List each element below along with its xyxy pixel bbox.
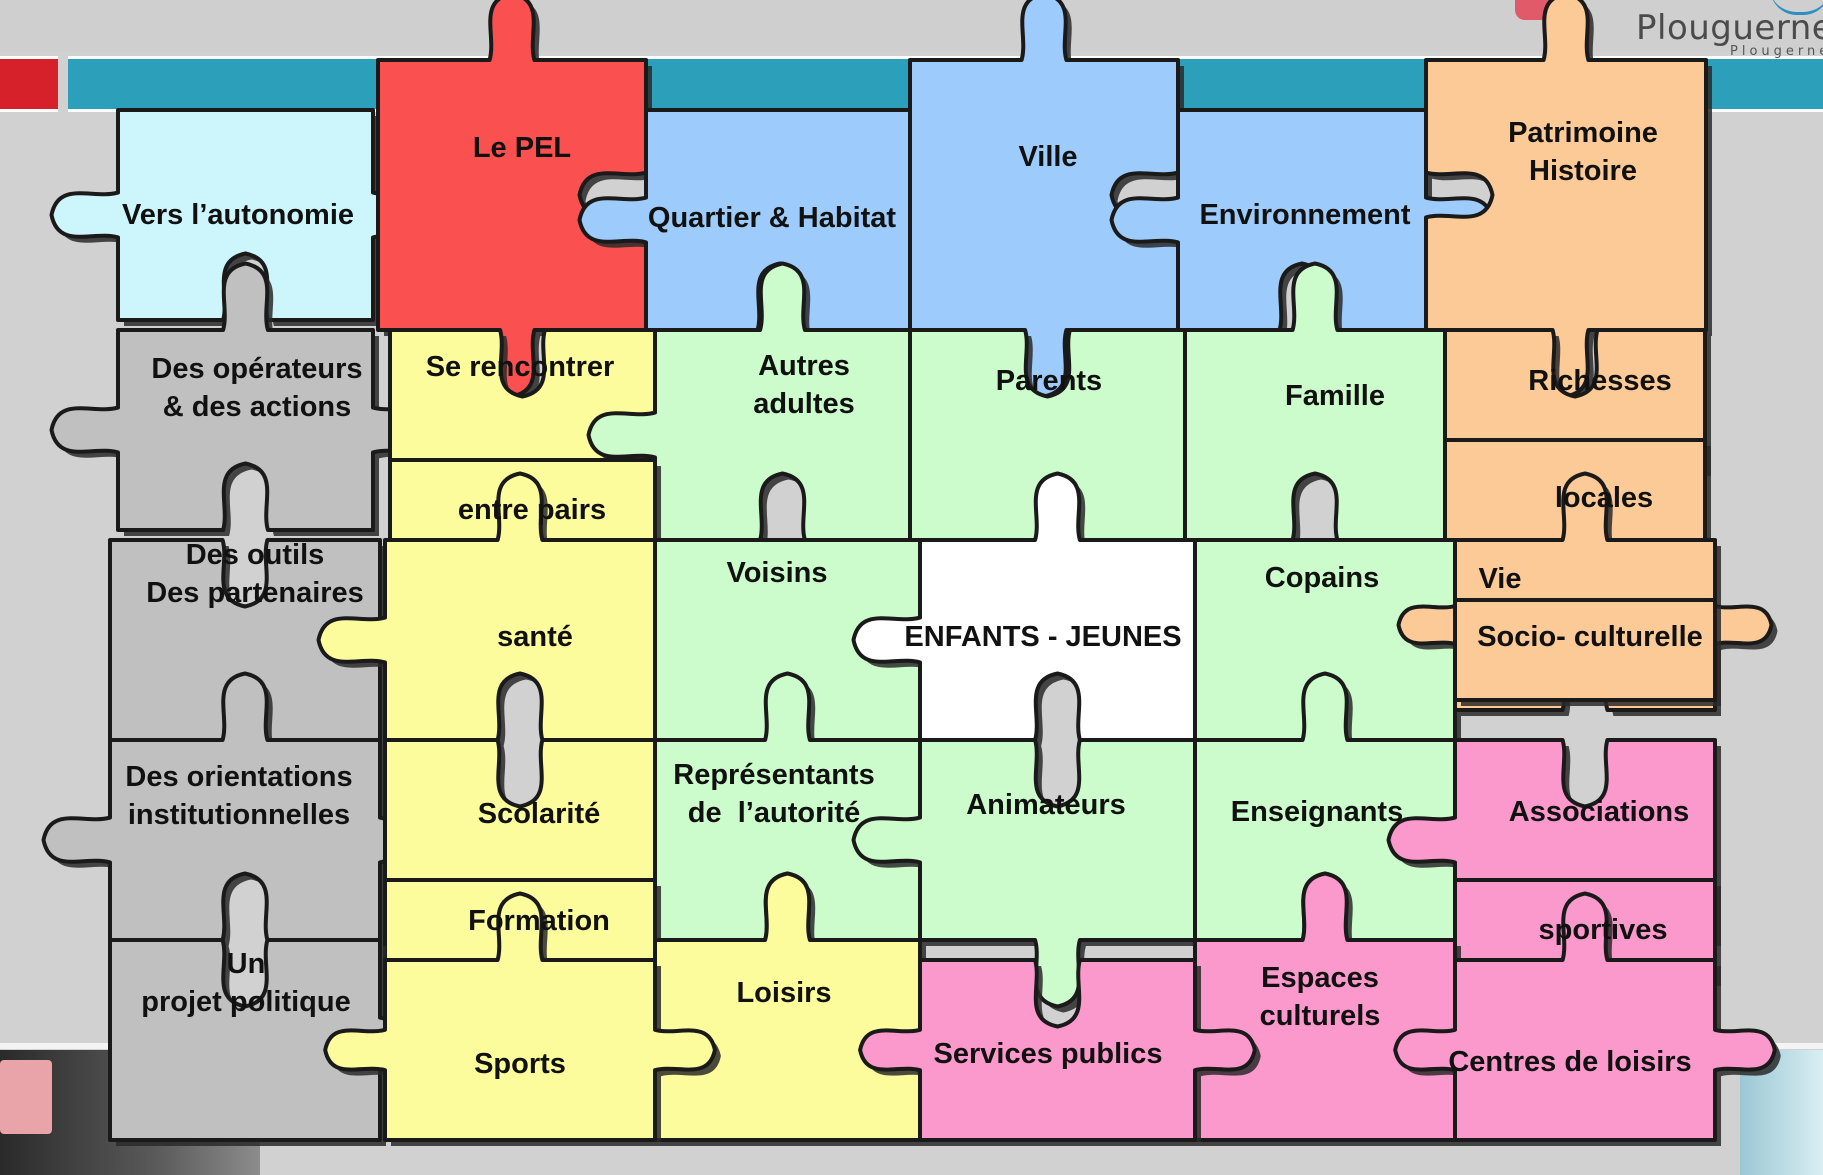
puzzle-piece-label: Autres adultes — [753, 347, 855, 423]
puzzle-piece-label: Socio- culturelle — [1477, 618, 1703, 656]
puzzle-piece-label: Sports — [474, 1045, 566, 1083]
puzzle-piece-label: locales — [1555, 479, 1653, 517]
puzzle-piece-label: Richesses — [1528, 362, 1672, 400]
puzzle-piece-label: Patrimoine Histoire — [1508, 114, 1658, 190]
puzzle-piece-label: Services publics — [934, 1035, 1163, 1073]
puzzle-piece-label: Un projet politique — [141, 945, 350, 1021]
puzzle-piece-label: Le PEL — [473, 129, 571, 167]
puzzle-piece-label: santé — [497, 618, 573, 656]
puzzle-piece-label: Des opérateurs & des actions — [151, 350, 362, 426]
puzzle-piece-label: Espaces culturels — [1260, 959, 1381, 1035]
puzzle-piece-label: Environnement — [1199, 196, 1410, 234]
puzzle-piece-label: sportives — [1539, 911, 1668, 949]
puzzle-piece-label: ENFANTS - JEUNES — [904, 618, 1181, 656]
puzzle-piece-label: Animateurs — [966, 786, 1126, 824]
puzzle-piece-label: Enseignants — [1231, 793, 1403, 831]
puzzle-piece-label: Famille — [1285, 377, 1385, 415]
puzzle-piece-label: Centres de loisirs — [1448, 1043, 1691, 1081]
puzzle-piece-label: Quartier & Habitat — [648, 199, 896, 237]
puzzle-piece-label: Des outils Des partenaires — [146, 536, 364, 612]
puzzle-piece-label: Copains — [1265, 559, 1379, 597]
puzzle-piece-label: Associations — [1509, 793, 1690, 831]
puzzle-piece-label: Représentants de l’autorité — [673, 756, 874, 832]
puzzle-piece-label: Vie — [1478, 560, 1521, 598]
puzzle-piece-label: Parents — [996, 362, 1102, 400]
puzzle-piece-label: Ville — [1018, 138, 1077, 176]
puzzle-piece-label: entre pairs — [458, 491, 606, 529]
puzzle-piece-label: Formation — [468, 902, 610, 940]
puzzle-piece-label: Voisins — [727, 554, 828, 592]
puzzle-piece-label: Loisirs — [736, 974, 831, 1012]
puzzle-piece-label: Scolarité — [478, 795, 601, 833]
puzzle-piece-label: Des orientations institutionnelles — [125, 758, 352, 834]
puzzle-piece-label: Se rencontrer — [426, 348, 615, 386]
puzzle-piece-label: Vers l’autonomie — [122, 196, 354, 234]
